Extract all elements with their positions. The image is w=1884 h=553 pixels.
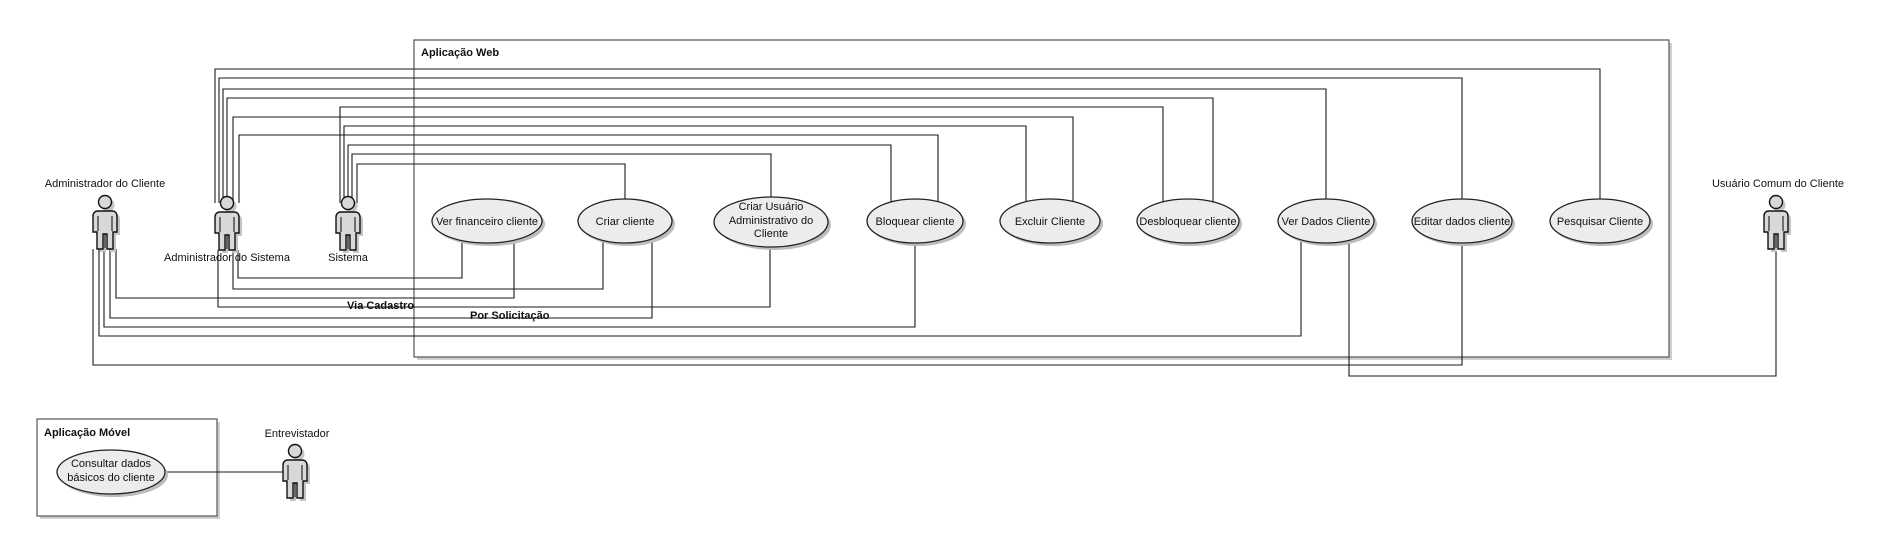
actor-figure-icon bbox=[214, 195, 243, 254]
use-case-pesquisar-cliente[interactable]: Pesquisar Cliente bbox=[1549, 198, 1653, 246]
actor-figure-icon bbox=[1763, 194, 1792, 253]
connector-admin-sistema-criar-usuario bbox=[217, 246, 771, 308]
connector-sistema-criar-usuario bbox=[351, 153, 772, 203]
connector-usuario-comum-ver-dados bbox=[1348, 242, 1777, 377]
use-case-bloquear-cliente[interactable]: Bloquear cliente bbox=[866, 198, 966, 246]
use-case-label: Ver financeiro cliente bbox=[436, 216, 538, 228]
use-case-ver-financeiro-cliente[interactable]: Ver financeiro cliente bbox=[431, 198, 545, 246]
use-case-label: Ver Dados Cliente bbox=[1282, 216, 1371, 228]
use-case-label: Pesquisar Cliente bbox=[1557, 216, 1643, 228]
connector-sistema-criar-cliente bbox=[356, 163, 626, 205]
use-case-label-line3: Cliente bbox=[754, 228, 788, 240]
actor-administrador-do-cliente[interactable]: Administrador do Cliente bbox=[45, 178, 165, 253]
use-case-label-line2: Administrativo do bbox=[729, 215, 813, 227]
use-case-consultar-dados-basicos[interactable]: Consultar dados básicos do cliente bbox=[56, 449, 168, 497]
actor-sistema[interactable]: Sistema bbox=[328, 195, 369, 265]
use-case-label-line2: básicos do cliente bbox=[67, 472, 154, 484]
actor-figure-icon bbox=[92, 194, 121, 253]
use-case-excluir-cliente[interactable]: Excluir Cliente bbox=[999, 198, 1103, 246]
use-case-editar-dados-cliente[interactable]: Editar dados cliente bbox=[1411, 198, 1515, 246]
use-case-label: Excluir Cliente bbox=[1015, 216, 1085, 228]
connector-admin-cliente-bloquear bbox=[103, 242, 916, 328]
use-case-criar-cliente[interactable]: Criar cliente bbox=[577, 198, 675, 246]
actor-label: Sistema bbox=[328, 252, 369, 264]
connector-sistema-desbloquear bbox=[339, 106, 1164, 205]
actor-usuario-comum-do-cliente[interactable]: Usuário Comum do Cliente bbox=[1712, 178, 1844, 253]
connector-admin-sistema-criar-cliente bbox=[232, 242, 604, 290]
use-case-label-line1: Criar Usuário bbox=[739, 201, 804, 213]
connector-label-por-solicitacao: Por Solicitação bbox=[470, 310, 550, 322]
connector-admin-cliente-ver-dados bbox=[98, 242, 1302, 337]
connector-label-via-cadastro: Via Cadastro bbox=[347, 300, 414, 312]
use-case-label: Editar dados cliente bbox=[1414, 216, 1511, 228]
connector-admin-sistema-ver-dados bbox=[222, 88, 1327, 205]
use-case-label: Desbloquear cliente bbox=[1139, 216, 1236, 228]
connector-admin-cliente-ver-financeiro bbox=[115, 241, 515, 299]
connector-admin-sistema-desbloquear bbox=[226, 97, 1214, 205]
use-case-label-line1: Consultar dados bbox=[71, 458, 152, 470]
use-case-label: Criar cliente bbox=[596, 216, 655, 228]
actor-label: Administrador do Cliente bbox=[45, 178, 165, 190]
connector-admin-sistema-editar bbox=[218, 77, 1463, 205]
connector-sistema-excluir bbox=[343, 125, 1027, 205]
use-case-label: Bloquear cliente bbox=[876, 216, 955, 228]
connector-admin-sistema-pesquisar bbox=[214, 68, 1601, 205]
use-case-ver-dados-cliente[interactable]: Ver Dados Cliente bbox=[1277, 198, 1377, 246]
connectors bbox=[92, 68, 1777, 473]
actor-label: Entrevistador bbox=[265, 428, 330, 440]
connector-admin-cliente-criar-cliente bbox=[109, 242, 653, 319]
actor-administrador-do-sistema[interactable]: Administrador do Sistema bbox=[164, 195, 291, 265]
connector-admin-sistema-bloquear bbox=[238, 134, 939, 205]
mobile-app-boundary-title: Aplicação Móvel bbox=[44, 427, 130, 439]
actor-figure-icon bbox=[282, 443, 311, 502]
web-app-boundary-title: Aplicação Web bbox=[421, 47, 499, 59]
use-case-desbloquear-cliente[interactable]: Desbloquear cliente bbox=[1136, 198, 1242, 246]
connector-admin-cliente-editar bbox=[92, 242, 1463, 366]
actor-entrevistador[interactable]: Entrevistador bbox=[265, 428, 330, 502]
use-case-criar-usuario-administrativo[interactable]: Criar Usuário Administrativo do Cliente bbox=[713, 196, 831, 250]
actor-label: Administrador do Sistema bbox=[164, 252, 291, 264]
connector-sistema-bloquear bbox=[347, 144, 892, 205]
actor-figure-icon bbox=[335, 195, 364, 254]
connector-admin-sistema-excluir bbox=[232, 116, 1074, 205]
connector-admin-sistema-ver-financeiro bbox=[237, 241, 463, 279]
actor-label: Usuário Comum do Cliente bbox=[1712, 178, 1844, 190]
